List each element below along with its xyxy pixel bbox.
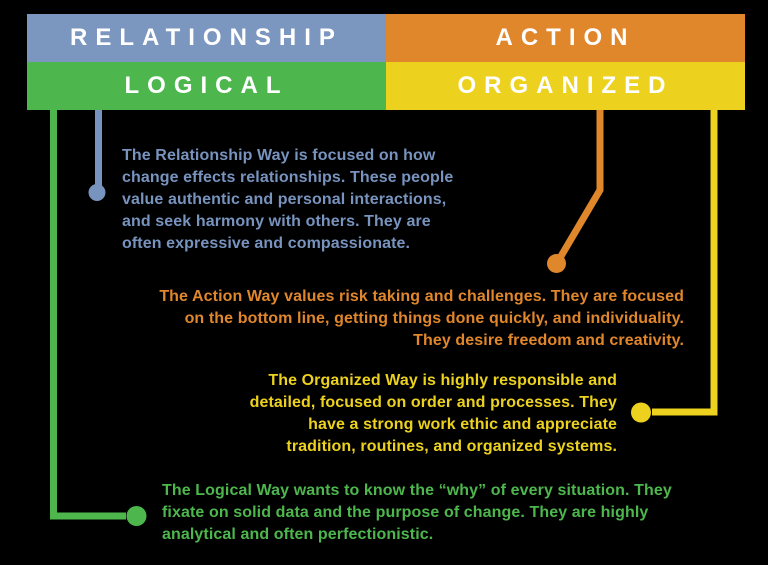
- relationship-dot-icon: [88, 184, 106, 201]
- logical-header-label: LOGICAL: [124, 72, 289, 99]
- organized-description: The Organized Way is highly responsible …: [249, 372, 617, 455]
- relationship-header-label: RELATIONSHIP: [70, 24, 343, 51]
- organized-connector: [631, 110, 718, 423]
- organized-header-label: ORGANIZED: [457, 72, 674, 99]
- logical-header-bar: LOGICAL: [27, 62, 386, 110]
- relationship-header-bar: RELATIONSHIP: [27, 14, 386, 62]
- header-grid: RELATIONSHIP ACTION LOGICAL ORGANIZED: [27, 14, 745, 110]
- action-connector: [547, 110, 604, 273]
- logical-connector: [50, 110, 147, 526]
- organized-header-bar: ORGANIZED: [386, 62, 745, 110]
- organized-dot-icon: [631, 402, 651, 423]
- action-header-label: ACTION: [495, 24, 636, 51]
- action-dot-icon: [547, 254, 566, 273]
- logical-dot-icon: [126, 506, 147, 526]
- action-description: The Action Way values risk taking and ch…: [159, 288, 684, 349]
- relationship-connector: [88, 110, 106, 201]
- relationship-description: The Relationship Way is focused on how c…: [122, 147, 454, 252]
- action-header-bar: ACTION: [386, 14, 745, 62]
- logical-description: The Logical Way wants to know the “why” …: [162, 482, 672, 543]
